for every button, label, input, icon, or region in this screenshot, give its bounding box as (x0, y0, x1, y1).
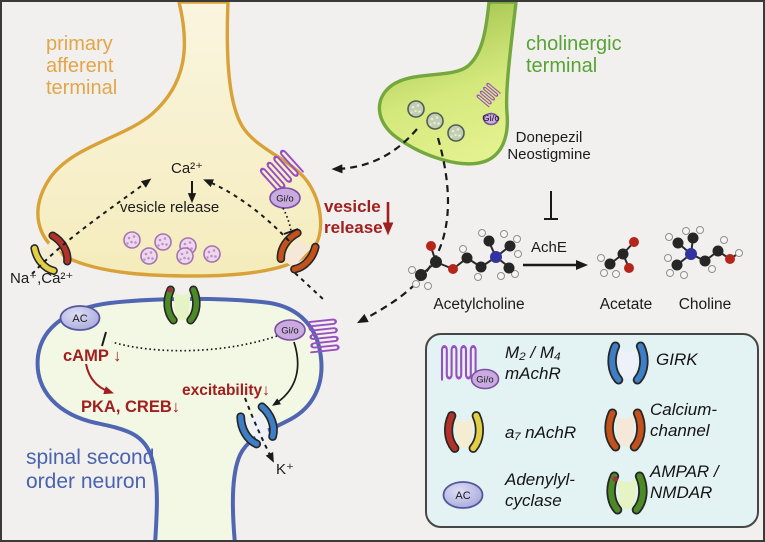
nmdar-site-dot (167, 287, 173, 293)
vesicle-icon (141, 248, 157, 264)
calcium-label: Ca²⁺ (171, 160, 204, 177)
cholinergic-terminal-label: cholinergic terminal (526, 33, 622, 77)
legend-label-nachr: a₇ nAchR (505, 423, 577, 442)
arrow-ca-influx (203, 179, 290, 242)
primary-terminal-label: primary afferent terminal (46, 33, 118, 99)
choline-label: Choline (678, 296, 732, 313)
spinal-neuron-shape (35, 296, 324, 540)
arrow-k-efflux (244, 397, 274, 463)
tbar-drug-inhibition (544, 191, 558, 220)
legend-label-calcium-channel: Calcium- channel (650, 400, 718, 440)
ach-vesicle-icon (408, 101, 424, 117)
arrow-na-ca-influx (31, 178, 152, 275)
camp-label: cAMP ↓ (63, 347, 122, 365)
svg-text:AC: AC (455, 490, 470, 502)
dash-below-ca-channel (294, 272, 325, 301)
line-gio-to-ca-channel (282, 207, 292, 232)
ampar-nmdar-channel-icon (168, 290, 197, 320)
gio-protein-icon: Gi/o (482, 112, 500, 126)
legend-label-girk: GIRK (656, 350, 698, 369)
tbar-ac (101, 331, 107, 347)
vesicle-icon (177, 248, 193, 264)
drug-names-label: Donepezil Neostigmine (507, 129, 591, 164)
adenylyl-cyclase-icon: AC (59, 305, 101, 331)
vesicle-release-label: vesicle release (120, 199, 220, 216)
legend-label-adenylyl-cyclase: Adenylyl- cyclase (505, 470, 575, 510)
molecule-choline-icon (664, 226, 743, 279)
molecule-acetate-icon (597, 237, 639, 278)
legend-box (425, 333, 759, 528)
svg-text:Gi/o: Gi/o (482, 113, 499, 124)
gio-protein-icon: Gi/o (269, 187, 301, 209)
vesicle-icon (204, 246, 220, 262)
vesicle-release-decrease-label: vesicle release (324, 197, 383, 237)
molecule-acetylcholine-icon (408, 229, 522, 290)
vesicle-icon (124, 232, 140, 248)
arrow-gio-to-girk (272, 341, 299, 406)
potassium-label: K⁺ (276, 461, 294, 478)
ach-vesicle-icon (448, 125, 464, 141)
ache-enzyme-label: AchE (531, 239, 567, 256)
sodium-calcium-label: Na⁺,Ca²⁺ (10, 270, 74, 287)
ach-vesicle-icon (427, 113, 443, 129)
legend-nmdar-site-dot (612, 476, 618, 482)
svg-text:Gi/o: Gi/o (281, 326, 298, 337)
arrow-camp-to-pka (85, 363, 114, 395)
svg-text:Gi/o: Gi/o (476, 375, 493, 386)
legend-gio-protein-icon: Gi/o (470, 368, 500, 390)
pka-creb-label: PKA, CREB↓ (81, 398, 181, 416)
primary-afferent-terminal-shape (36, 2, 323, 278)
gio-protein-icon: Gi/o (274, 319, 306, 341)
legend-label-machr: M₂ / M₄ mAchR (505, 343, 561, 383)
excitability-label: excitability↓ (182, 382, 270, 399)
cholinergic-terminal-shape (377, 2, 518, 166)
svg-text:Gi/o: Gi/o (276, 194, 293, 205)
legend-label-ampar-nmdar: AMPAR / NMDAR (650, 462, 719, 502)
acetate-label: Acetate (599, 296, 653, 313)
tbar-ca-channel (283, 228, 299, 235)
vesicle-icon (155, 234, 171, 250)
acetylcholine-label: Acetylcholine (433, 296, 525, 313)
svg-text:AC: AC (72, 313, 87, 325)
spinal-neuron-label: spinal second order neuron (26, 446, 155, 493)
legend-adenylyl-cyclase-icon: AC (442, 481, 484, 509)
